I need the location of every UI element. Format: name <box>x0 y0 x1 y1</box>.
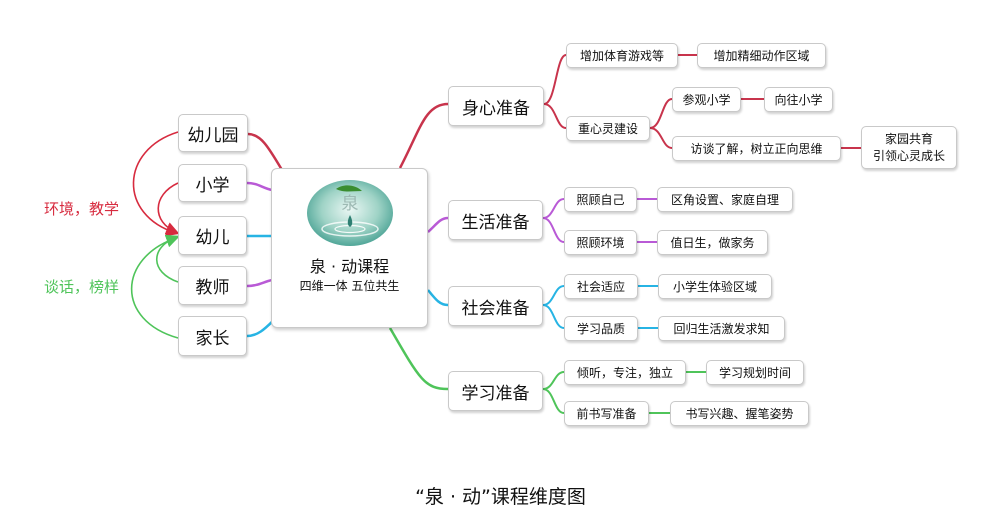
branch-body-mind: 身心准备 <box>448 86 544 126</box>
node-parent: 家长 <box>178 316 247 356</box>
center-title: 泉 · 动课程 <box>309 257 390 276</box>
node-child: 幼儿 <box>178 216 247 255</box>
node-pe-games: 增加体育游戏等 <box>566 43 678 68</box>
link-life <box>427 216 449 233</box>
home-school-line1: 家园共育 <box>884 131 933 146</box>
node-spiritual-building: 重心灵建设 <box>566 116 650 141</box>
node-kindergarten: 幼儿园 <box>178 114 248 152</box>
node-home-school: 家园共育 引领心灵成长 <box>861 126 957 169</box>
link-teacher <box>246 278 273 288</box>
node-pupil-experience: 小学生体验区域 <box>658 274 772 299</box>
node-pre-writing: 前书写准备 <box>564 401 649 426</box>
branch-study: 学习准备 <box>448 371 543 411</box>
node-listen-focus: 倾听，专注，独立 <box>564 360 686 385</box>
node-time-planning: 学习规划时间 <box>706 360 804 385</box>
branch-life: 生活准备 <box>448 200 543 240</box>
green-arrow-from-teacher <box>155 234 179 283</box>
node-social-adapt: 社会适应 <box>564 274 638 299</box>
red-arrow-from-primary <box>157 182 179 235</box>
node-duty-chores: 值日生，做家务 <box>657 230 768 255</box>
home-school-line2: 引领心灵成长 <box>872 148 945 163</box>
node-primary-school: 小学 <box>178 164 247 202</box>
side-label-talk-example: 谈话，榜样 <box>44 278 120 296</box>
node-environment-care: 照顾环境 <box>564 230 637 255</box>
node-fine-motor-area: 增加精细动作区域 <box>697 43 826 68</box>
center-subtitle: 四维一体 五位共生 <box>299 279 400 293</box>
side-label-environment-teaching: 环境，教学 <box>44 200 120 218</box>
center-node: 泉 泉 · 动课程 四维一体 五位共生 <box>271 168 428 328</box>
node-interview-positive: 访谈了解，树立正向思维 <box>672 136 841 161</box>
node-corner-setup: 区角设置、家庭自理 <box>657 187 793 212</box>
green-arrow-from-parent <box>130 235 180 339</box>
logo-text: 泉 <box>342 194 359 214</box>
node-visit-primary: 参观小学 <box>672 87 741 112</box>
node-self-care: 照顾自己 <box>564 187 637 212</box>
node-yearn-primary: 向往小学 <box>764 87 833 112</box>
link-social <box>427 289 449 307</box>
node-learning-quality: 学习品质 <box>564 316 638 341</box>
node-teacher: 教师 <box>178 266 247 305</box>
figure-caption: “泉 · 动”课程维度图 <box>415 486 586 508</box>
link-study <box>388 327 449 391</box>
branch-social: 社会准备 <box>448 286 543 326</box>
link-body-mind <box>398 102 449 169</box>
node-writing-interest: 书写兴趣、握笔姿势 <box>670 401 809 426</box>
water-drop-logo-icon: 泉 <box>307 180 393 246</box>
node-life-curiosity: 回归生活激发求知 <box>658 316 785 341</box>
red-arrow-from-kindergarten <box>132 131 180 237</box>
link-primary <box>246 181 273 192</box>
